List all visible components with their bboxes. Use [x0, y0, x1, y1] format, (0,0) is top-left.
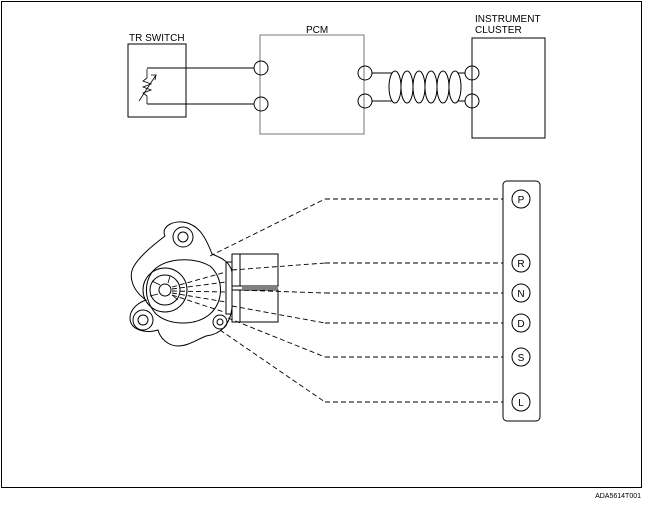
pcm-terminal-left-lower	[253, 96, 269, 112]
svg-text:D: D	[517, 319, 524, 330]
pcm-terminal-right-lower	[357, 93, 373, 109]
gear-indicator-l: L	[511, 392, 531, 412]
svg-text:R: R	[517, 259, 524, 270]
pcm-terminal-left-upper	[253, 60, 269, 76]
gear-indicator-p: P	[511, 189, 531, 209]
twisted-pair-cable	[372, 70, 465, 104]
leader-l	[219, 329, 326, 403]
svg-text:N: N	[517, 289, 524, 300]
cluster-terminal-lower	[464, 93, 480, 109]
tr-switch-label: TR SWITCH	[129, 33, 185, 44]
figure-frame	[1, 1, 642, 488]
instrument-cluster-label-line1: INSTRUMENT	[475, 14, 541, 25]
leader-n	[235, 289, 326, 294]
pcm-box	[259, 34, 365, 135]
leader-s	[227, 317, 326, 358]
tr-switch-part-drawing	[129, 221, 279, 347]
gear-indicator-s: S	[511, 347, 531, 367]
instrument-cluster-label-line2: CLUSTER	[475, 25, 522, 36]
svg-text:L: L	[518, 398, 524, 409]
svg-text:P: P	[518, 195, 525, 206]
tr-switch-box	[127, 43, 187, 118]
svg-text:S: S	[518, 353, 525, 364]
instrument-cluster-box	[471, 37, 546, 139]
gear-indicator-r: R	[511, 253, 531, 273]
figure-code: ADA5614T001	[595, 493, 641, 500]
cluster-terminal-upper	[464, 65, 480, 81]
pcm-label: PCM	[306, 25, 328, 36]
gear-indicator-d: D	[511, 313, 531, 333]
pcm-terminal-right-upper	[357, 65, 373, 81]
gear-indicator-panel	[502, 180, 541, 422]
gear-indicator-n: N	[511, 283, 531, 303]
variable-resistor-icon	[138, 69, 157, 104]
leader-p	[209, 198, 326, 257]
